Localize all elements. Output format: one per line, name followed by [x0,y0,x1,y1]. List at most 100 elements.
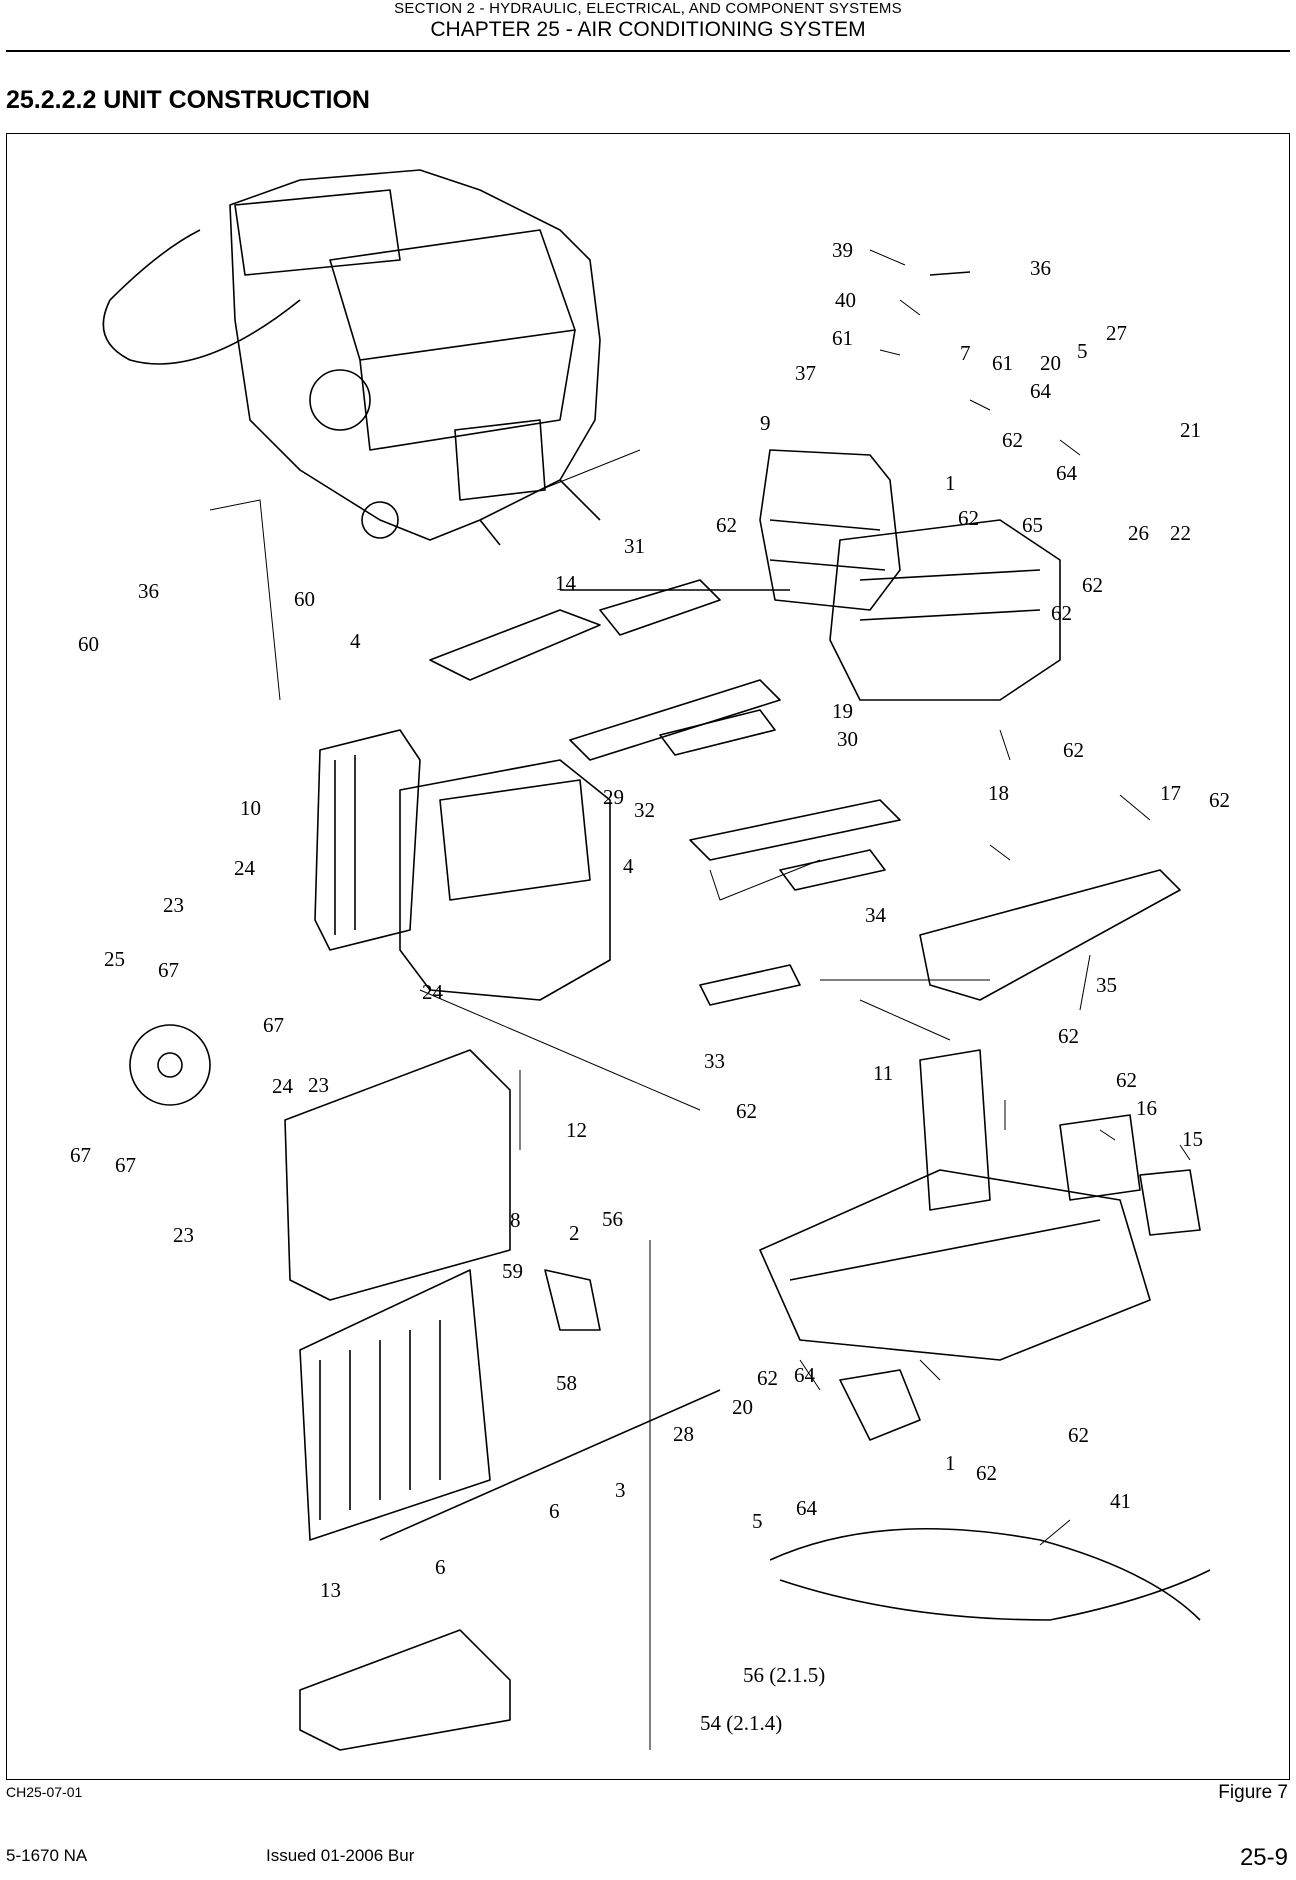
callout: 62 [1068,1423,1089,1447]
callout: 32 [634,798,655,822]
callout: 5 [1077,339,1088,363]
callout: 6 [435,1555,446,1579]
drain-pan-illustration [299,1629,511,1751]
callout-layer: 39 40 36 61 37 7 61 20 5 27 9 64 62 21 1… [70,238,1230,1735]
relay-illustration [929,271,971,276]
callout: 59 [502,1259,523,1283]
callout: 40 [835,288,856,312]
callout: 64 [1056,461,1078,485]
blend-door-motor-illustration [129,1024,211,1106]
callout: 25 [104,947,125,971]
callout: 62 [1058,1024,1079,1048]
callout: 24 [234,856,256,880]
callout: 34 [865,903,887,927]
footer-page-number: 25-9 [1239,1844,1288,1871]
chapter-header: CHAPTER 25 - AIR CONDITIONING SYSTEM [430,18,866,41]
callout: 67 [70,1143,91,1167]
callout: 62 [1116,1068,1137,1092]
sensor-wire-illustration [379,1389,721,1541]
callout: 26 [1128,521,1149,545]
callout: 62 [1002,428,1023,452]
central-case-illustration [399,759,611,1001]
header-rule [6,50,1290,52]
callout: 65 [1022,513,1043,537]
callout: 3 [615,1478,626,1502]
callout: 37 [795,361,816,385]
footer-issued: Issued 01-2006 Bur [266,1846,415,1865]
callout: 36 [138,579,159,603]
callout: 20 [1040,351,1061,375]
evaporator-illustration [284,1049,511,1541]
callout: 64 [1030,379,1052,403]
callout: 10 [240,796,261,820]
callout: 18 [988,781,1009,805]
callout: 1 [945,1451,956,1475]
callout: 14 [555,571,577,595]
blower-case-illustration [759,449,1061,701]
callout: 61 [992,351,1013,375]
callout: 39 [832,238,853,262]
callout: 41 [1110,1489,1131,1513]
duct-illustration [919,869,1181,1001]
callout: 28 [673,1422,694,1446]
callout: 29 [603,785,624,809]
callout: 56 [602,1207,623,1231]
lower-case-illustration [759,1049,1151,1361]
section-title: 25.2.2.2 UNIT CONSTRUCTION [6,86,370,114]
callout: 5 [752,1509,763,1533]
callout: 12 [566,1118,587,1142]
callout: 62 [958,506,979,530]
figure-caption: Figure 7 [1218,1782,1288,1803]
callout: 62 [1051,601,1072,625]
callout: 62 [757,1366,778,1390]
callout: 62 [716,513,737,537]
callout: 27 [1106,321,1127,345]
callout: 35 [1096,973,1117,997]
callout: 30 [837,727,858,751]
callout: 62 [736,1099,757,1123]
callout: 31 [624,534,645,558]
callout: 15 [1182,1127,1203,1151]
callout: 24 [272,1074,294,1098]
footer-doc-number: 5-1670 NA [6,1846,88,1865]
callout: 58 [556,1371,577,1395]
callout: 23 [163,893,184,917]
callout: 36 [1030,256,1051,280]
callout: 7 [960,341,971,365]
callout: 56 (2.1.5) [743,1663,825,1687]
callout: 22 [1170,521,1191,545]
callout: 9 [760,411,771,435]
wire-harness-illustration [769,1527,1211,1621]
callout: 4 [350,629,361,653]
callout: 6 [549,1499,560,1523]
callout: 2 [569,1221,580,1245]
callout: 62 [1082,573,1103,597]
callout: 1 [945,471,956,495]
callout: 62 [976,1461,997,1485]
seal-16-illustration [1059,1114,1141,1201]
callout: 19 [832,699,853,723]
thermistor-illustration [544,1269,601,1331]
callout: 8 [510,1208,521,1232]
seal-15-illustration [1139,1169,1201,1236]
callout: 64 [796,1496,818,1520]
figure-frame [6,133,1290,1780]
heater-core-illustration [314,729,421,951]
assembled-unit-illustration [102,169,601,546]
callout: 67 [115,1153,136,1177]
callout: 16 [1136,1096,1157,1120]
callout: 62 [1063,738,1084,762]
callout: 4 [623,854,634,878]
section-header: SECTION 2 - HYDRAULIC, ELECTRICAL, AND C… [394,0,902,17]
callout: 21 [1180,418,1201,442]
filter-panels-illustration [429,579,901,1006]
callout: 64 [794,1363,816,1387]
callout: 24 [422,980,444,1004]
callout: 61 [832,326,853,350]
callout: 60 [78,632,99,656]
callout: 13 [320,1578,341,1602]
callout: 23 [308,1073,329,1097]
callout: 60 [294,587,315,611]
callout: 54 (2.1.4) [700,1711,782,1735]
